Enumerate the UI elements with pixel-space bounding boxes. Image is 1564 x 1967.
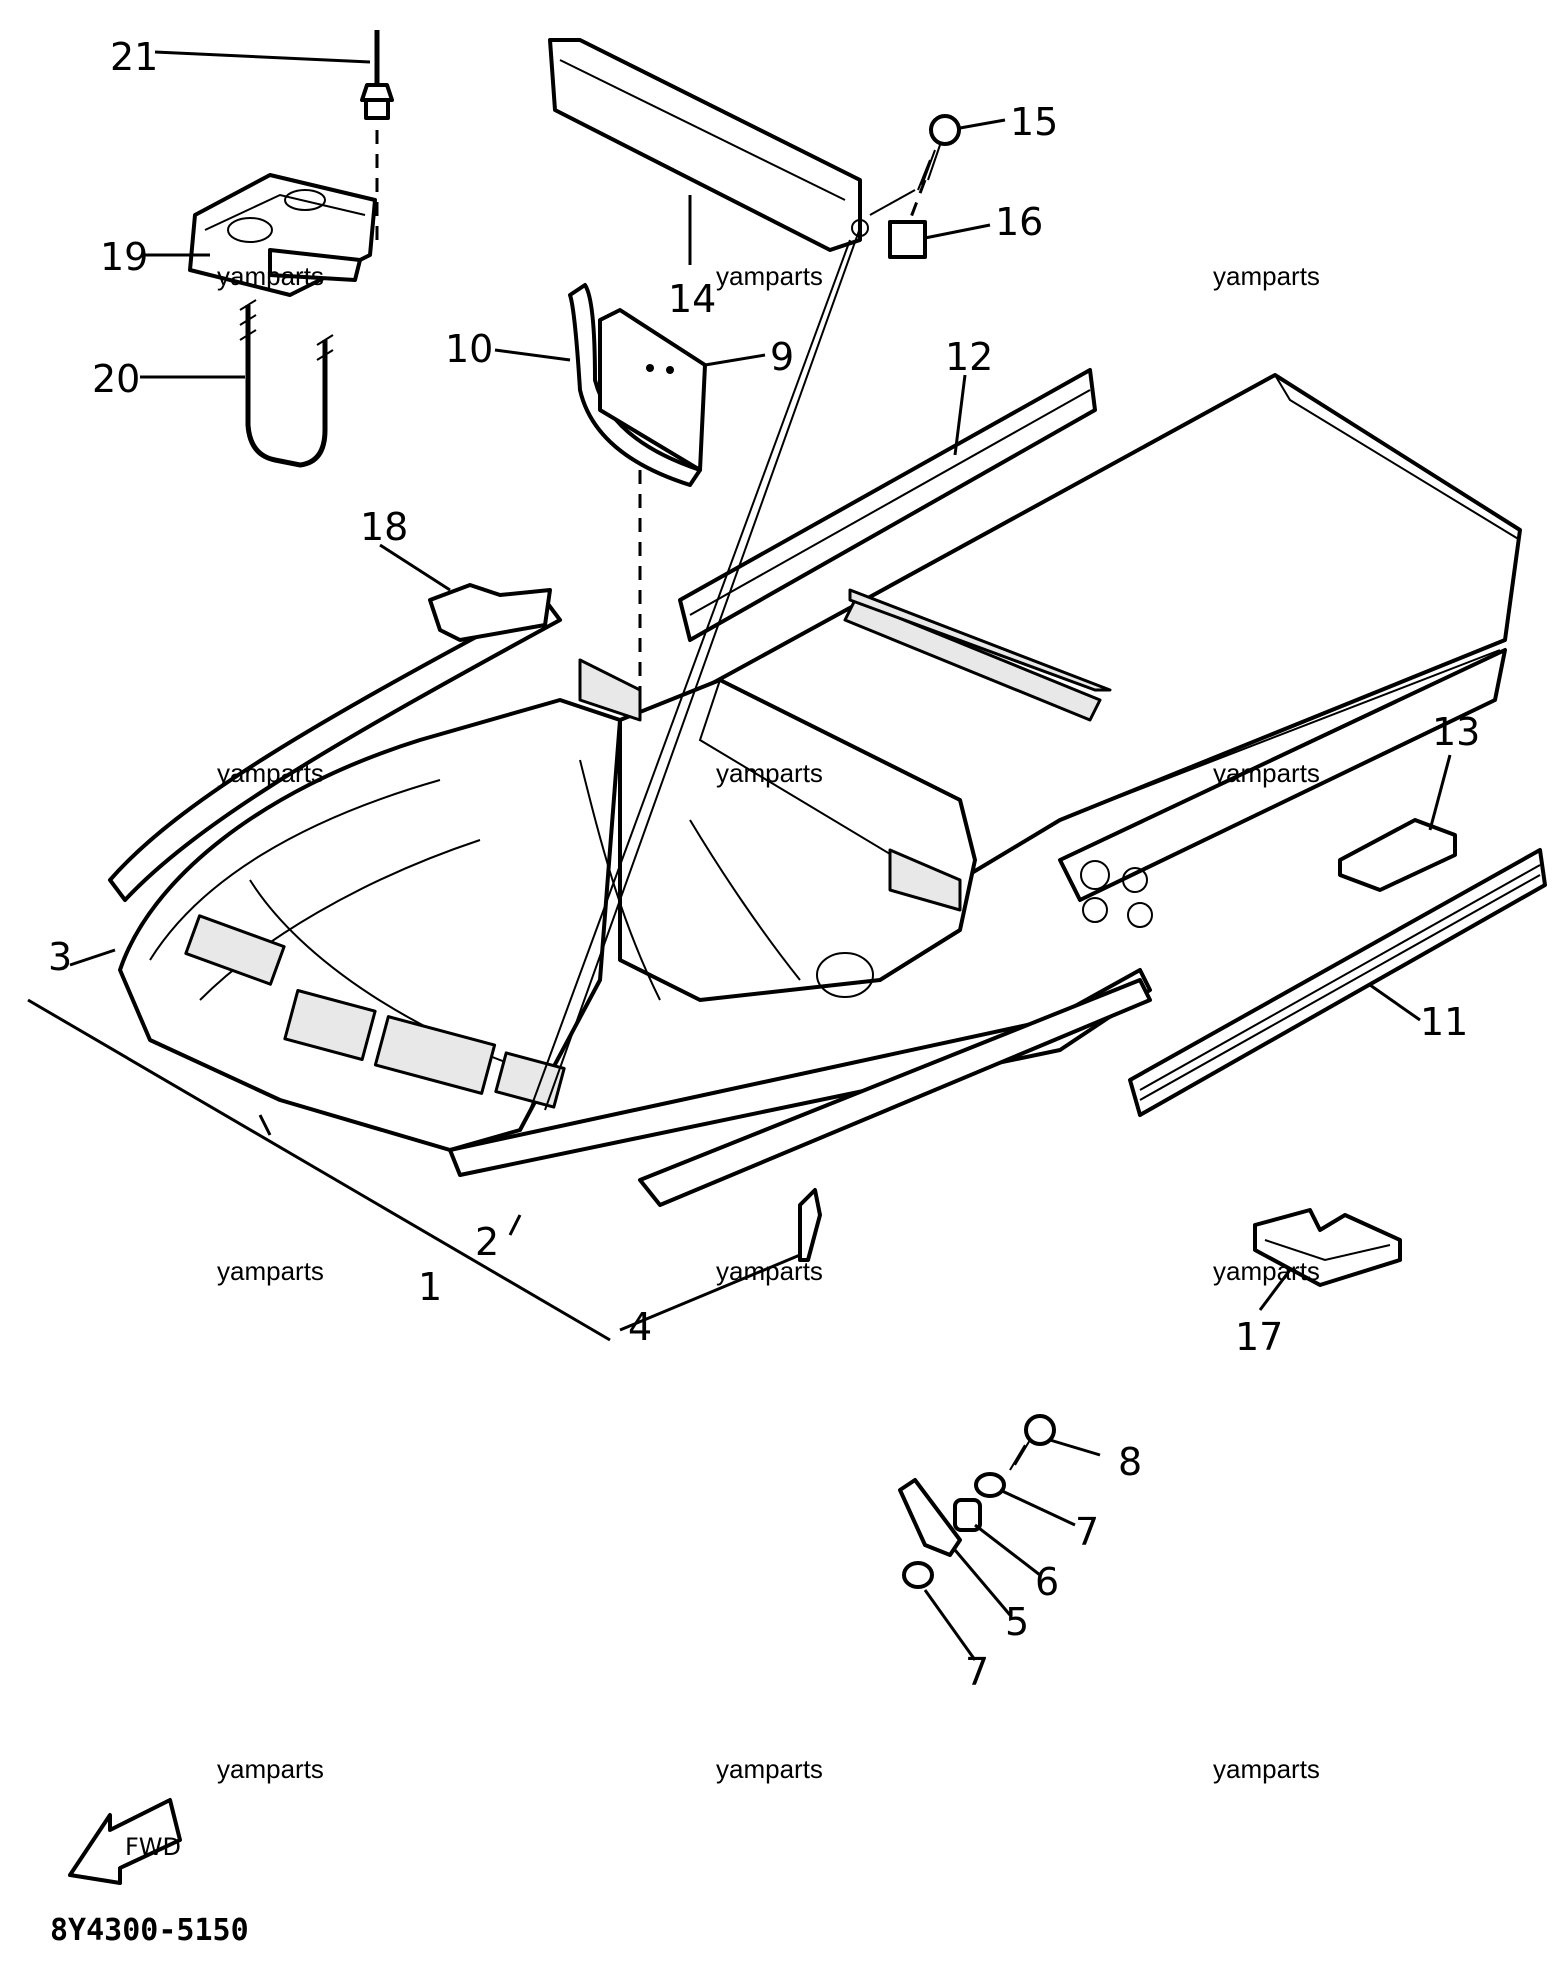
part-15-screw: [917, 114, 961, 191]
watermark: yamparts: [217, 758, 324, 788]
watermark: yamparts: [1213, 261, 1320, 291]
label-17: 17: [1235, 1315, 1283, 1359]
label-19: 19: [100, 235, 148, 279]
part-7-washer-top: [974, 1472, 1006, 1498]
watermark: yamparts: [716, 758, 823, 788]
label-11: 11: [1420, 1000, 1468, 1044]
label-6: 6: [1035, 1560, 1059, 1604]
hull-body-drawing: [108, 373, 1522, 1207]
watermark: yamparts: [1213, 1256, 1320, 1286]
watermark: yamparts: [217, 261, 324, 291]
part-13-pad: [1338, 818, 1457, 892]
label-9: 9: [770, 335, 794, 379]
label-1: 1: [418, 1265, 442, 1309]
label-21: 21: [110, 35, 158, 79]
part-5-bracket: [898, 1478, 962, 1557]
part-18-patch: [428, 583, 552, 642]
watermark: yamparts: [716, 261, 823, 291]
watermark: yamparts: [716, 1754, 823, 1784]
part-4-clip: [798, 1188, 822, 1262]
fwd-arrow-icon: FWD: [68, 1798, 182, 1885]
fwd-label: FWD: [125, 1833, 181, 1861]
part-17-pad: [1253, 1208, 1402, 1287]
label-16: 16: [995, 200, 1043, 244]
leader-lines: [27, 50, 1452, 1661]
watermarks: yamparts yamparts yamparts yamparts yamp…: [217, 261, 1320, 1784]
label-12: 12: [945, 335, 993, 379]
part-8-bolt: [1009, 1414, 1056, 1471]
part-19-bracket: [188, 173, 377, 297]
label-14: 14: [668, 277, 716, 321]
part-7-washer-bottom: [902, 1561, 934, 1589]
part-21-pin: [360, 30, 394, 120]
watermark: yamparts: [1213, 758, 1320, 788]
label-3: 3: [48, 935, 72, 979]
label-20: 20: [92, 357, 140, 401]
label-7-bottom: 7: [965, 1650, 989, 1694]
label-2: 2: [475, 1220, 499, 1264]
label-13: 13: [1432, 710, 1480, 754]
label-10: 10: [445, 327, 493, 371]
watermark: yamparts: [1213, 1754, 1320, 1784]
part-20-u-bolt: [239, 299, 334, 468]
label-4: 4: [628, 1305, 652, 1349]
watermark: yamparts: [217, 1754, 324, 1784]
label-5: 5: [1005, 1600, 1029, 1644]
label-15: 15: [1010, 100, 1058, 144]
watermark: yamparts: [217, 1256, 324, 1286]
label-7-top: 7: [1075, 1510, 1099, 1554]
part-14-panel: [548, 38, 869, 252]
part-6-bushing: [953, 1498, 982, 1532]
label-8: 8: [1118, 1440, 1142, 1484]
part-9-plate: [598, 308, 707, 472]
part-12-strip: [678, 368, 1097, 642]
label-18: 18: [360, 505, 408, 549]
drawing-code: 8Y4300-5150: [50, 1913, 249, 1948]
part-11-strip: [1128, 848, 1547, 1117]
part-16-nut: [888, 220, 927, 259]
part-labels: 21 19 20 14 15 16 10 9 12 18 13 3 11 2 1…: [48, 35, 1480, 1694]
watermark: yamparts: [716, 1256, 823, 1286]
